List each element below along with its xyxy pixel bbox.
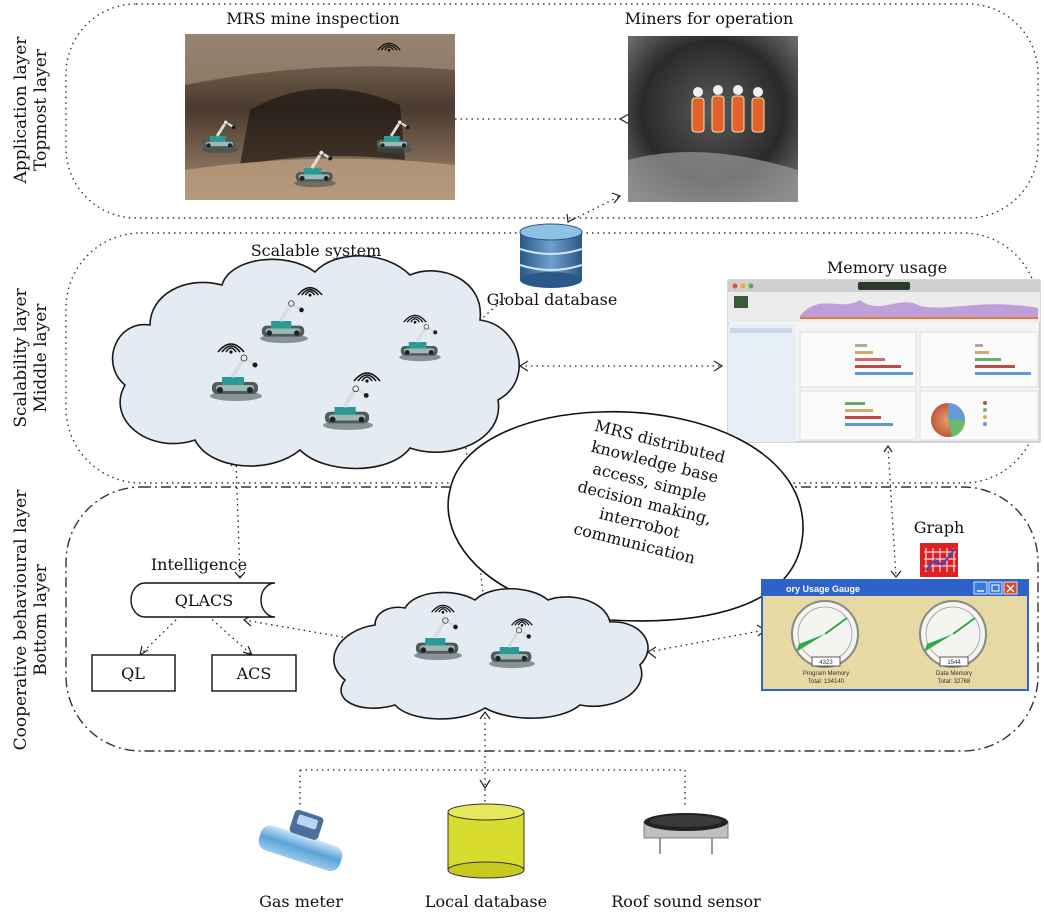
program-memory-gauge: 4323 Program Memory Total: 134140 xyxy=(791,600,859,685)
roof-sound-sensor-label: Roof sound sensor xyxy=(611,892,761,911)
mine-inspection-image xyxy=(185,34,455,200)
gas-meter-label: Gas meter xyxy=(259,892,343,911)
svg-text:Middle layer: Middle layer xyxy=(31,303,51,413)
memory-usage-gauge-window: ory Usage Gauge 4323 Program Memory Tota… xyxy=(761,579,1029,691)
svg-text:Scalability layer: Scalability layer xyxy=(11,287,31,427)
cooperative-layer-boundary xyxy=(65,486,1039,752)
svg-text:Bottom layer: Bottom layer xyxy=(31,563,51,675)
svg-text:QL: QL xyxy=(121,664,145,683)
mrs-mine-inspection-caption: MRS mine inspection xyxy=(226,9,399,28)
data-memory-gauge: 1544 Data Memory Total: 32768 xyxy=(919,600,987,685)
memory-usage-caption: Memory usage xyxy=(827,258,947,277)
svg-text:Application layer: Application layer xyxy=(11,36,31,185)
connectors xyxy=(139,118,897,810)
svg-text:Total: 134140: Total: 134140 xyxy=(808,679,845,685)
acs-node: ACS xyxy=(211,654,297,692)
miners-for-operation-caption: Miners for operation xyxy=(625,9,794,28)
svg-text:1544: 1544 xyxy=(947,660,961,666)
svg-text:Data Memory: Data Memory xyxy=(936,671,972,677)
scalable-system-caption: Scalable system xyxy=(251,241,382,260)
local-database-icon xyxy=(447,803,525,879)
intelligence-caption: Intelligence xyxy=(151,555,247,574)
minimize-button[interactable] xyxy=(973,581,988,595)
graph-icon xyxy=(920,543,958,577)
global-database-label: Global database xyxy=(487,290,618,309)
application-layer-title: Application layer Topmost layer xyxy=(11,36,51,185)
gas-meter-icon xyxy=(258,809,343,872)
speech-bubble-text: MRS distributed knowledge base access, s… xyxy=(572,416,727,568)
global-database-icon xyxy=(519,223,583,288)
svg-text:Topmost layer: Topmost layer xyxy=(31,48,51,171)
svg-text:QLACS: QLACS xyxy=(175,591,234,610)
svg-text:Cooperative behavioural layer: Cooperative behavioural layer xyxy=(11,489,31,751)
svg-text:Program Memory: Program Memory xyxy=(803,671,849,677)
ql-node: QL xyxy=(91,654,176,692)
gauge-window-title: ory Usage Gauge xyxy=(786,584,860,594)
scalable-system-cloud xyxy=(111,255,520,470)
cooperative-layer-title: Cooperative behavioural layer Bottom lay… xyxy=(11,489,51,751)
memory-usage-screenshot xyxy=(727,279,1041,443)
cooperative-cloud xyxy=(333,587,649,720)
svg-text:ACS: ACS xyxy=(236,664,272,683)
scalability-layer-title: Scalability layer Middle layer xyxy=(11,287,51,427)
graph-caption: Graph xyxy=(914,518,965,537)
svg-text:Total: 32768: Total: 32768 xyxy=(938,679,971,685)
local-database-label: Local database xyxy=(425,892,547,911)
miners-image xyxy=(628,36,798,202)
maximize-button[interactable] xyxy=(988,581,1003,595)
svg-text:4323: 4323 xyxy=(819,660,833,666)
roof-sound-sensor-icon xyxy=(643,813,729,854)
qlacs-node: QLACS xyxy=(130,582,276,618)
